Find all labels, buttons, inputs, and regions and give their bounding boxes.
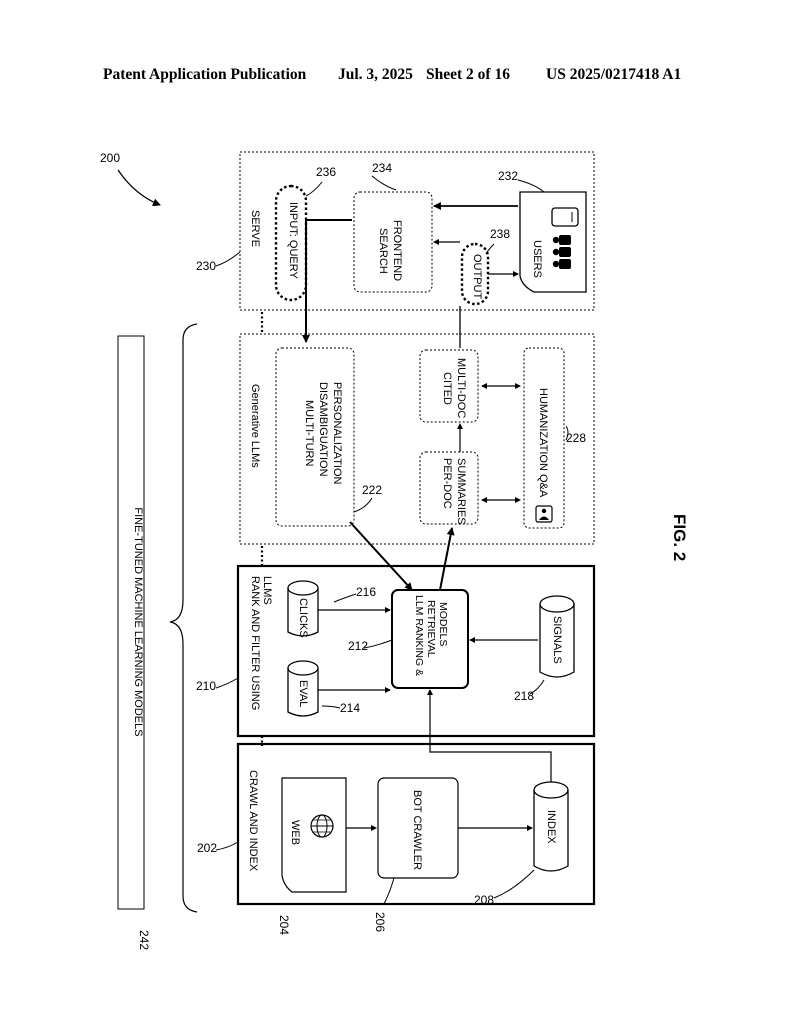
- signals-label: SIGNALS: [551, 616, 563, 664]
- per-doc-label-1: PER-DOC: [441, 458, 453, 509]
- input-query-label: INPUT: QUERY: [287, 202, 299, 279]
- figure-label: FIG. 2: [670, 514, 689, 561]
- generative-llms-title: Generative LLMs: [249, 384, 261, 468]
- serve-title: SERVE: [249, 210, 261, 247]
- cited-multi-doc-box: [419, 349, 479, 423]
- clicks-database: [287, 580, 319, 637]
- cited-label-2: MULTI-DOC: [455, 358, 467, 418]
- multi-turn-to-ranking-arrow: [349, 521, 413, 591]
- index-label: INDEX: [545, 810, 557, 844]
- person-icon: [535, 505, 553, 523]
- users-document: [519, 191, 587, 293]
- page-header: Patent Application Publication Jul. 3, 2…: [0, 66, 794, 90]
- ref-200-pointer: [117, 169, 161, 207]
- web-document: [281, 777, 347, 893]
- ref-214: 214: [340, 701, 360, 715]
- ref-200: 200: [100, 151, 120, 165]
- ref-206: 206: [373, 912, 387, 932]
- phone-icon: [551, 207, 579, 227]
- humanization-label: HUMANIZATION Q&A: [537, 388, 549, 498]
- ref-242: 242: [137, 930, 151, 950]
- fine-tuned-models-label: FINE-TUNED MACHINE LEARNING MODELS: [132, 507, 144, 736]
- ref-204: 204: [277, 915, 291, 935]
- per-doc-label-2: SUMMARIES: [455, 458, 467, 525]
- search-frontend-label-2: FRONTEND: [391, 220, 403, 281]
- models-brace: [169, 323, 198, 913]
- publication-date: Jul. 3, 2025: [338, 66, 413, 83]
- llm-ranking-box: [391, 589, 469, 689]
- search-frontend-box: [353, 191, 433, 293]
- globe-icon: [310, 814, 334, 838]
- ref-236: 236: [316, 165, 336, 179]
- ref-228: 228: [566, 431, 586, 445]
- bot-crawler-label: BOT CRAWLER: [411, 790, 423, 870]
- output-label: OUTPUT: [471, 254, 483, 300]
- multi-turn-box: [275, 347, 355, 527]
- index-to-ranking-arrow: [427, 689, 552, 782]
- ref-212: 212: [348, 639, 368, 653]
- publication-title: Patent Application Publication: [103, 66, 307, 83]
- ranking-to-per-doc-arrow: [439, 527, 455, 591]
- ref-234: 234: [372, 161, 392, 175]
- rank-filter-panel: [236, 564, 596, 738]
- web-label: WEB: [289, 820, 301, 845]
- llm-ranking-label-1: LLM RANKING &: [413, 595, 425, 676]
- ref-230: 230: [196, 259, 216, 273]
- eval-database: [287, 660, 319, 717]
- multi-turn-label-2: DISAMBIGUATION: [317, 382, 329, 477]
- ref-216: 216: [356, 585, 376, 599]
- generative-llms-panel: [239, 333, 595, 545]
- clicks-label: CLICKS: [297, 598, 309, 638]
- ref-208: 208: [474, 893, 494, 907]
- sheet-number: Sheet 2 of 16: [426, 66, 510, 83]
- ref-218: 218: [514, 689, 534, 703]
- fine-tuned-models-box: [117, 335, 145, 910]
- frontend-to-multi-turn-arrow: [302, 219, 352, 343]
- users-group-icon: [552, 235, 571, 269]
- publication-number: US 2025/0217418 A1: [546, 66, 682, 83]
- multi-turn-label-3: PERSONALIZATION: [331, 382, 343, 485]
- ref-222: 222: [362, 483, 382, 497]
- eval-label: EVAL: [297, 680, 309, 707]
- serve-panel: [239, 151, 595, 311]
- ref-210: 210: [196, 679, 216, 693]
- figure-label-container: FIG. 2: [650, 500, 710, 600]
- crawl-index-title: CRAWL AND INDEX: [247, 770, 259, 872]
- multi-turn-label-1: MULTI-TURN: [303, 400, 315, 466]
- ref-232: 232: [498, 169, 518, 183]
- users-label: USERS: [531, 240, 543, 278]
- humanization-box: [523, 347, 565, 529]
- signals-database: [539, 595, 575, 678]
- search-frontend-label-1: SEARCH: [377, 228, 389, 274]
- llm-ranking-label-2: RETRIEVAL: [425, 600, 437, 658]
- per-doc-box: [419, 451, 479, 525]
- rank-filter-title-1: RANK AND FILTER USING: [249, 576, 261, 710]
- cited-label-1: CITED: [441, 372, 453, 405]
- crawl-index-panel: [236, 742, 596, 906]
- llm-ranking-label-3: MODELS: [437, 602, 449, 646]
- ref-202: 202: [197, 841, 217, 855]
- ref-238: 238: [490, 227, 510, 241]
- rank-filter-title-2: LLMS: [261, 576, 273, 605]
